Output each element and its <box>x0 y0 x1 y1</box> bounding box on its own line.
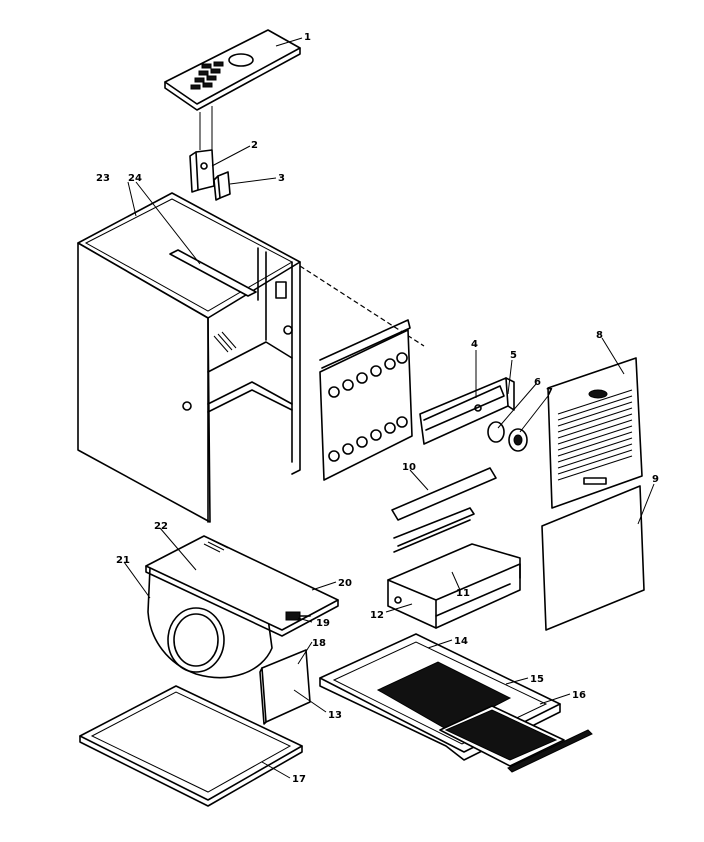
part-sight-ring <box>508 428 528 452</box>
part-clip <box>213 171 231 201</box>
callout-6: 6 <box>534 377 541 388</box>
callout-22: 22 <box>154 521 168 532</box>
part-burner-box <box>419 377 515 445</box>
callout-7: 7 <box>546 387 553 398</box>
part-stem <box>199 106 213 150</box>
callout-13: 13 <box>328 710 342 721</box>
callout-11: 11 <box>456 588 470 599</box>
callout-15: 15 <box>530 674 544 685</box>
callout-17: 17 <box>292 774 306 785</box>
part-gasket-ring <box>487 421 505 443</box>
part-louvered-door <box>547 357 643 509</box>
part-rear-panel <box>319 319 413 481</box>
part-filter-rack <box>319 633 565 767</box>
part-strap <box>391 467 497 521</box>
callout-18: 18 <box>312 638 326 649</box>
part-bracket <box>189 149 215 193</box>
part-filter-retainer <box>259 649 311 725</box>
callout-20: 20 <box>338 578 352 589</box>
part-screw <box>285 611 311 621</box>
part-lower-door <box>541 485 645 631</box>
callout-10: 10 <box>402 462 416 473</box>
callout-1: 1 <box>304 32 311 43</box>
leader-lines <box>123 37 655 779</box>
callout-8: 8 <box>596 330 603 341</box>
part-top-panel <box>164 29 301 111</box>
part-inner-strip <box>169 249 257 297</box>
callout-12: 12 <box>370 610 384 621</box>
callout-16: 16 <box>572 690 586 701</box>
callout-5: 5 <box>510 350 517 361</box>
callout-14: 14 <box>454 636 468 647</box>
part-burner-rack <box>387 507 521 629</box>
callout-3: 3 <box>278 173 285 184</box>
part-filter-strip <box>507 729 593 773</box>
part-blower-rail <box>145 535 339 637</box>
callout-19: 19 <box>316 618 330 629</box>
callout-9: 9 <box>652 474 659 485</box>
callout-24: 24 <box>128 173 142 184</box>
part-base-pan <box>79 685 303 807</box>
callout-4: 4 <box>471 339 478 350</box>
callout-labels: 1 2 3 4 5 6 7 8 9 10 11 12 13 14 15 16 1… <box>96 32 659 785</box>
callout-23: 23 <box>96 173 110 184</box>
callout-2: 2 <box>251 140 258 151</box>
part-cabinet <box>77 192 301 523</box>
callout-21: 21 <box>116 555 130 566</box>
